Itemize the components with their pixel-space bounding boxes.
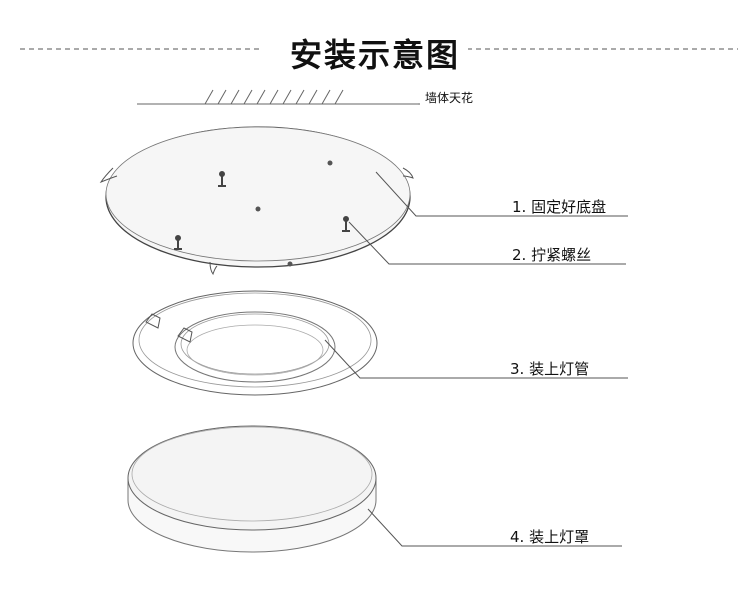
ceiling-label: 墙体天花 [425, 91, 474, 105]
diagram-title: 安装示意图 [0, 30, 750, 76]
screw-2 [174, 235, 182, 250]
leader-step-1 [375, 171, 628, 217]
leader-step-3 [324, 339, 628, 379]
base-plate [99, 126, 414, 276]
screw-3 [342, 216, 350, 232]
step-3-label: 3. 装上灯管 [510, 360, 590, 378]
leader-step-4 [367, 508, 622, 547]
lamp-cover [127, 425, 377, 553]
step-1-label: 1. 固定好底盘 [512, 198, 607, 216]
step-2-label: 2. 拧紧螺丝 [512, 246, 592, 264]
leader-lines [324, 103, 628, 547]
tube-ring [132, 290, 378, 396]
ceiling-graphic [137, 89, 418, 105]
step-4-label: 4. 装上灯罩 [510, 528, 590, 546]
hole-2 [255, 206, 261, 212]
hole-1 [327, 160, 333, 166]
leader-step-2 [348, 221, 626, 265]
screw-1 [218, 171, 226, 187]
hole-3 [287, 261, 293, 267]
